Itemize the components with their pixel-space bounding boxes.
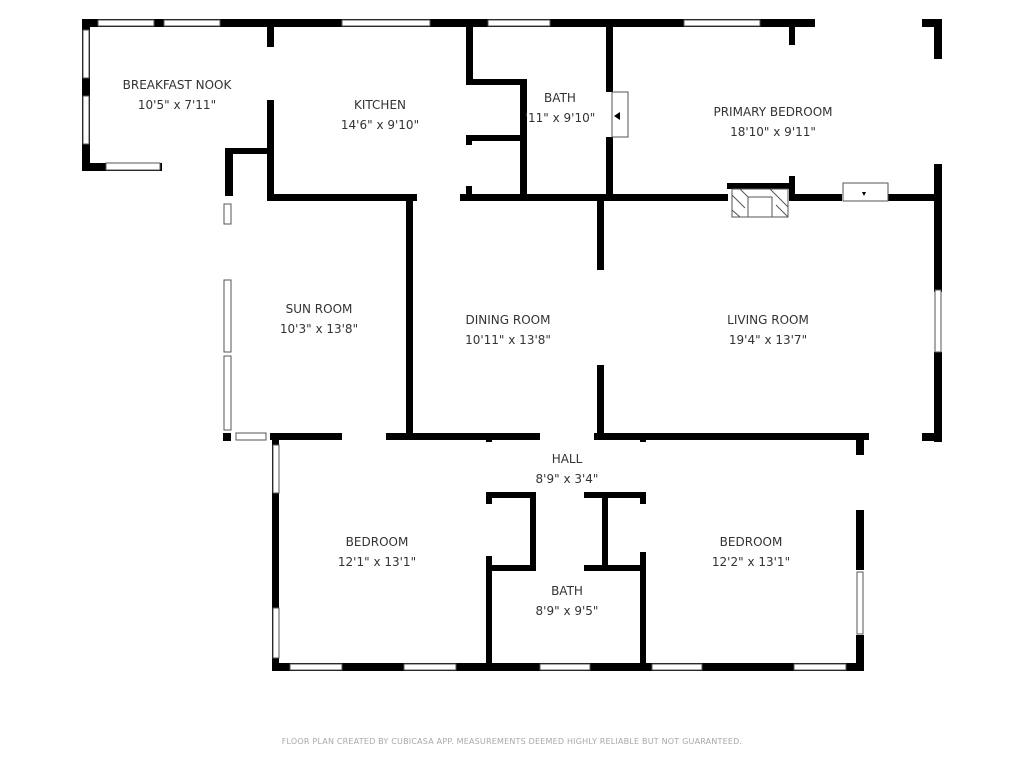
- room-label: PRIMARY BEDROOM 18'10" x 9'11": [713, 102, 832, 142]
- room-name: SUN ROOM: [285, 302, 353, 316]
- room-name: BATH: [551, 584, 583, 598]
- room-label: LIVING ROOM 19'4" x 13'7": [727, 310, 809, 350]
- room-name: HALL: [551, 452, 583, 466]
- room-size: '11" x 9'10": [524, 111, 596, 125]
- room-size: 10'11" x 13'8": [465, 333, 551, 347]
- room-size: 8'9" x 3'4": [535, 472, 599, 486]
- room-name: PRIMARY BEDROOM: [713, 105, 833, 119]
- room-name: BEDROOM: [719, 535, 783, 549]
- room-label: BATH '11" x 9'10": [525, 88, 596, 128]
- room-size: 12'1" x 13'1": [337, 555, 417, 569]
- room-name: BATH: [544, 91, 576, 105]
- room-name: DINING ROOM: [465, 313, 551, 327]
- room-size: 8'9" x 9'5": [535, 604, 599, 618]
- room-name: KITCHEN: [354, 98, 406, 112]
- room-label: BEDROOM 12'2" x 13'1": [712, 532, 790, 572]
- room-name: LIVING ROOM: [727, 313, 809, 327]
- room-name: BREAKFAST NOOK: [122, 78, 232, 92]
- fireplace-icon: [731, 188, 789, 218]
- room-size: 14'6" x 9'10": [340, 118, 420, 132]
- room-label: KITCHEN 14'6" x 9'10": [341, 95, 419, 135]
- closet-arrows: [614, 112, 866, 196]
- room-size: 10'3" x 13'8": [279, 322, 359, 336]
- room-name: BEDROOM: [345, 535, 409, 549]
- room-size: 10'5" x 7'11": [137, 98, 217, 112]
- room-label: SUN ROOM 10'3" x 13'8": [280, 299, 358, 339]
- room-label: BATH 8'9" x 9'5": [536, 581, 599, 621]
- windows: [82, 19, 942, 671]
- room-label: BEDROOM 12'1" x 13'1": [338, 532, 416, 572]
- room-label: BREAKFAST NOOK 10'5" x 7'11": [123, 75, 232, 115]
- room-size: 18'10" x 9'11": [730, 125, 816, 139]
- disclaimer-footer: FLOOR PLAN CREATED BY CUBICASA APP. MEAS…: [281, 737, 743, 746]
- room-label: HALL 8'9" x 3'4": [536, 449, 599, 489]
- room-size: 12'2" x 13'1": [711, 555, 791, 569]
- room-size: 19'4" x 13'7": [728, 333, 808, 347]
- room-label: DINING ROOM 10'11" x 13'8": [465, 310, 551, 350]
